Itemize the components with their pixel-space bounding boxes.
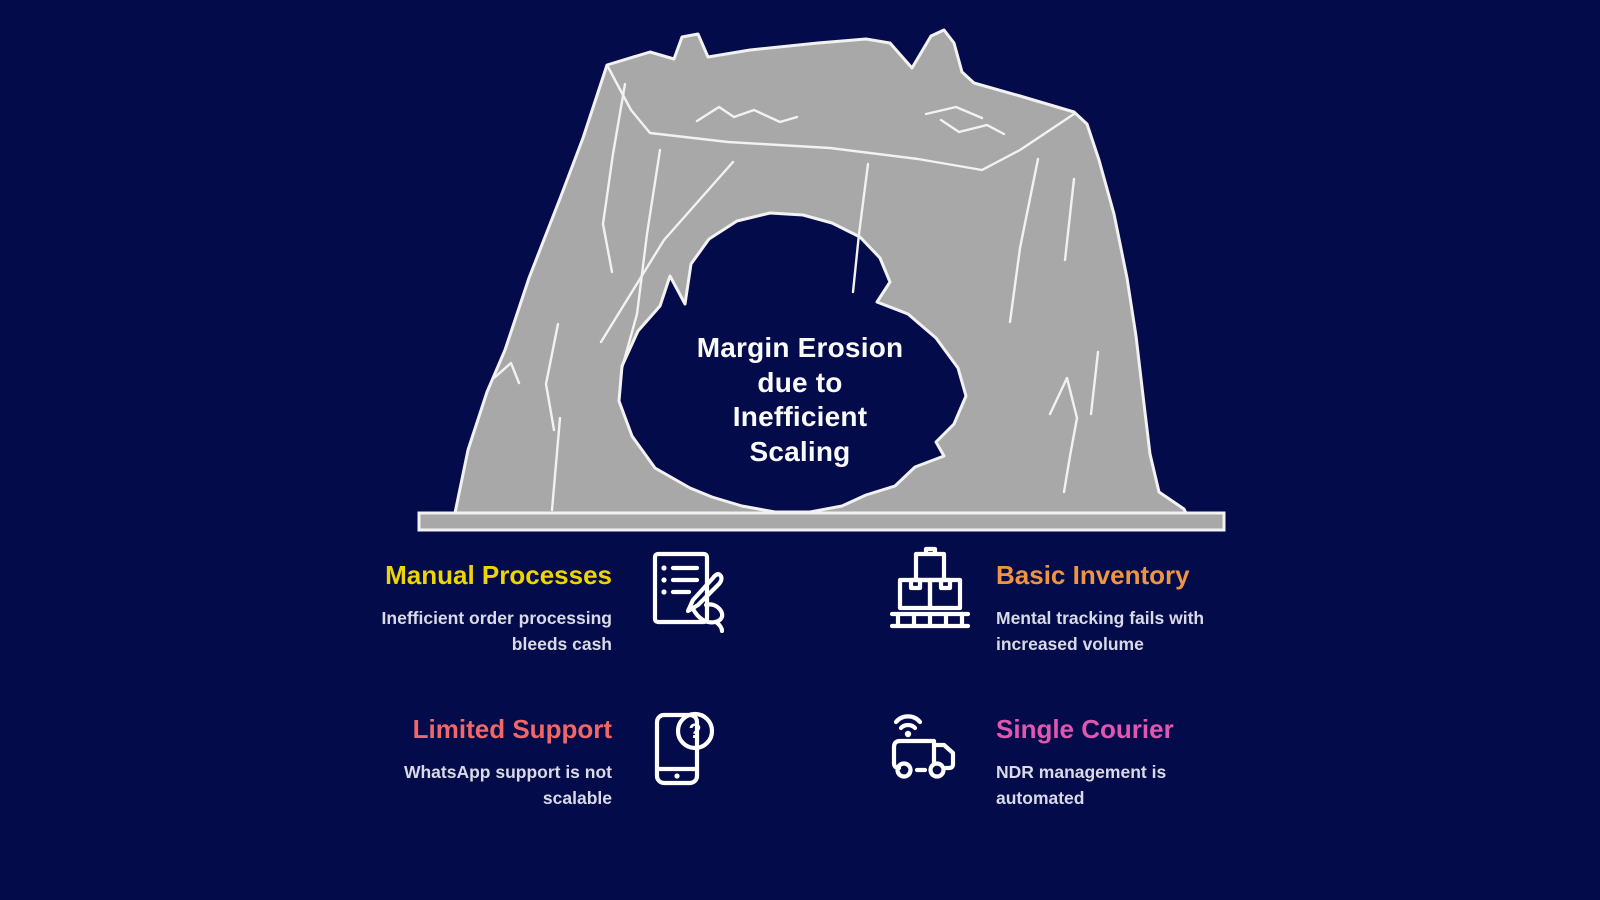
item-description: WhatsApp support is not scalable — [403, 762, 612, 808]
item-limited-support: Limited Support WhatsApp support is not … — [272, 713, 612, 811]
item-title: Manual Processes — [385, 560, 612, 590]
truck-wifi-icon — [880, 700, 964, 786]
cave-caption: Margin Erosion due to Inefficient Scalin… — [645, 331, 955, 469]
rock-crack-lines — [492, 63, 1100, 512]
cave-caption-line: Inefficient — [732, 401, 868, 432]
rock-mass — [453, 28, 1188, 515]
cave-caption-line: Scaling — [749, 435, 851, 467]
item-single-courier: Single Courier NDR management is automat… — [996, 713, 1326, 811]
item-description: NDR management is automated — [996, 762, 1167, 808]
item-description: Inefficient order processing bleeds cash — [381, 608, 612, 654]
item-title: Limited Support — [412, 714, 612, 744]
rock-arch-illustration — [417, 28, 1226, 532]
pallet-boxes-icon — [888, 545, 972, 631]
item-description: Mental tracking fails with increased vol… — [996, 608, 1205, 654]
svg-text:?: ? — [689, 720, 702, 743]
item-basic-inventory: Basic Inventory Mental tracking fails wi… — [996, 559, 1326, 657]
item-title: Basic Inventory — [996, 560, 1190, 590]
item-title: Single Courier — [996, 714, 1174, 744]
cave-caption-line: due to — [757, 366, 843, 398]
ground-bar — [417, 511, 1226, 532]
cave-caption-line: Margin Erosion — [696, 332, 904, 363]
item-manual-processes: Manual Processes Inefficient order proce… — [272, 559, 612, 657]
phone-question-icon: ? — [650, 706, 716, 788]
checklist-pen-icon — [646, 549, 728, 633]
